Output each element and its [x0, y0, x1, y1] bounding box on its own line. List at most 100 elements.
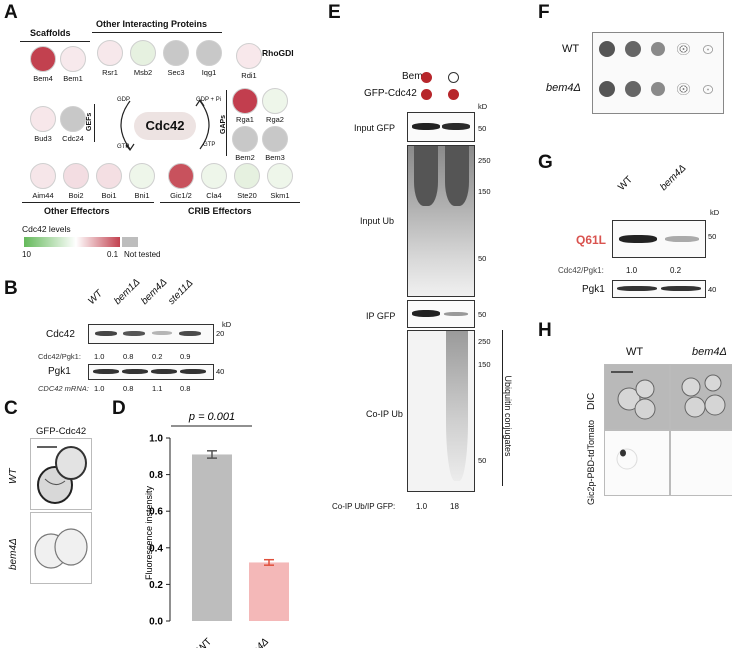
spot-bem4-2 [625, 81, 641, 97]
panel-letter-e: E [328, 2, 341, 23]
legend-green-gradient [24, 237, 76, 247]
dot-bem4-lane1 [421, 72, 432, 83]
ubiquitin-bracket [502, 330, 503, 486]
panel-letter-d: D [112, 398, 126, 419]
spot-wt-2 [625, 41, 641, 57]
kd-label-e: kD [478, 102, 488, 111]
protein-circle-bem2 [232, 126, 258, 152]
legend-gray-label: Not tested [124, 250, 161, 259]
blot-co-ip-ub [407, 330, 475, 492]
protein-circle-aim44 [30, 163, 56, 189]
smear-co-ip-ub-2 [446, 331, 468, 481]
band-cdc42-ste11 [179, 331, 201, 336]
dic-image-wt [611, 371, 656, 420]
footer-label: Co-IP Ub/IP GFP: [332, 502, 396, 511]
protein-label-boi1: Boi1 [101, 191, 117, 200]
spot-wt-3 [651, 42, 665, 56]
panel-letter-b: B [4, 278, 18, 299]
footer-value-2: 18 [450, 502, 459, 511]
lane-label-bem4: bem4Δ [139, 276, 170, 307]
y-tick-label: 0.8 [149, 470, 163, 481]
spot-bem4-4 [677, 83, 690, 95]
y-tick-label: 0.4 [149, 543, 163, 554]
ratio-g-bem4: 0.2 [670, 266, 682, 275]
ratio-g-wt: 1.0 [626, 266, 638, 275]
protein-circle-msb2 [130, 40, 156, 66]
kd-co-ip-250: 250 [478, 337, 491, 346]
ratio-wt: 1.0 [94, 352, 105, 361]
micro-h-gic2-bem4 [670, 430, 732, 496]
micro-h-dic-bem4 [670, 364, 732, 430]
mrna-ste11: 0.8 [180, 384, 191, 393]
panel-a-interaction-map: Scaffolds Other Interacting Proteins Rho… [0, 0, 320, 270]
cdc42-center-pill [134, 112, 196, 140]
spot-wt-1 [599, 41, 615, 57]
spot-bem4-5 [703, 85, 713, 94]
protein-label-iqg1: Iqg1 [201, 68, 217, 77]
protein-circle-bni1 [129, 163, 155, 189]
panel-letter-f: F [538, 2, 550, 23]
kd-ip-gfp-50: 50 [478, 310, 487, 319]
protein-label-cdc24: Cdc24 [62, 134, 84, 143]
label-gtp-left: GTP [117, 144, 130, 150]
micro-c-wt [30, 438, 92, 510]
ratio-label-g: Cdc42/Pgk1: [558, 266, 604, 275]
micro-h-gic2-wt [604, 430, 670, 496]
gic2-image-wt [616, 448, 638, 470]
gtpase-cycle-diagram [120, 98, 210, 152]
spot-plate [592, 32, 724, 114]
y-tick-label: 0.6 [149, 507, 163, 518]
panel-c-microscopy: GFP-Cdc42 WT bem4Δ [0, 398, 110, 638]
dot-gfp-lane2 [448, 89, 459, 100]
underline-crib-effectors [160, 202, 300, 203]
protein-label-boi2: Boi2 [68, 191, 84, 200]
protein-label-bem1: Bem1 [63, 74, 83, 83]
protein-label-ste20: Ste20 [237, 191, 257, 200]
row-label-c-wt: WT [8, 468, 19, 484]
header-scaffolds: Scaffolds [30, 28, 71, 38]
blot-pgk1 [88, 364, 214, 380]
lane-label-g-wt: WT [616, 174, 635, 193]
protein-label-sec3: Sec3 [167, 68, 185, 77]
gap-arrow-head [195, 98, 205, 107]
row-label-ratio: Cdc42/Pgk1: [38, 352, 81, 361]
smear-input-ub-1 [414, 146, 438, 206]
y-axis: 0.00.20.40.60.81.0 [149, 434, 171, 628]
band-g-pgk1-wt [617, 286, 657, 291]
gef-arrow [120, 100, 131, 150]
bar-1 [249, 562, 289, 621]
dic-image-bem4 [681, 374, 726, 418]
protein-circle-cla4 [201, 163, 227, 189]
lane-label-g-bem4: bem4Δ [658, 162, 689, 193]
ratio-ste11: 0.9 [180, 352, 191, 361]
protein-label-bem3: Bem3 [265, 153, 285, 162]
lane-label-wt: WT [86, 288, 105, 307]
y-tick-label: 0.0 [149, 617, 163, 628]
band-input-gfp-1 [412, 123, 440, 130]
label-gdp-left: GDP [117, 97, 131, 103]
header-other-effectors: Other Effectors [44, 206, 110, 216]
blot-q61l [612, 220, 706, 258]
ratio-bem1: 0.8 [123, 352, 134, 361]
protein-circle-iqg1 [196, 40, 222, 66]
spot-wt-4 [677, 43, 690, 55]
row-label-c-bem4: bem4Δ [8, 538, 19, 570]
blot-input-ub [407, 145, 475, 297]
kd-input-ub-250: 250 [478, 156, 491, 165]
label-gdp-pi: GDP + Pi [196, 97, 222, 103]
blot-label-input-gfp: Input GFP [354, 123, 396, 133]
underline-other-effectors [22, 202, 154, 203]
protein-label-skm1: Skm1 [270, 191, 290, 200]
protein-circle-boi2 [63, 163, 89, 189]
spot-wt-5 [703, 45, 713, 54]
col-label-h-bem4: bem4Δ [692, 346, 727, 358]
panel-c-title: GFP-Cdc42 [36, 426, 87, 437]
kd-marker-40: 40 [216, 367, 225, 376]
band-pgk1-ste11 [180, 369, 206, 374]
band-cdc42-bem1 [123, 331, 145, 336]
row-label-cdc42: Cdc42 [46, 329, 75, 340]
protein-label-msb2: Msb2 [133, 68, 153, 77]
kd-co-ip-50: 50 [478, 456, 487, 465]
label-gtp-right: GTP [203, 142, 216, 148]
